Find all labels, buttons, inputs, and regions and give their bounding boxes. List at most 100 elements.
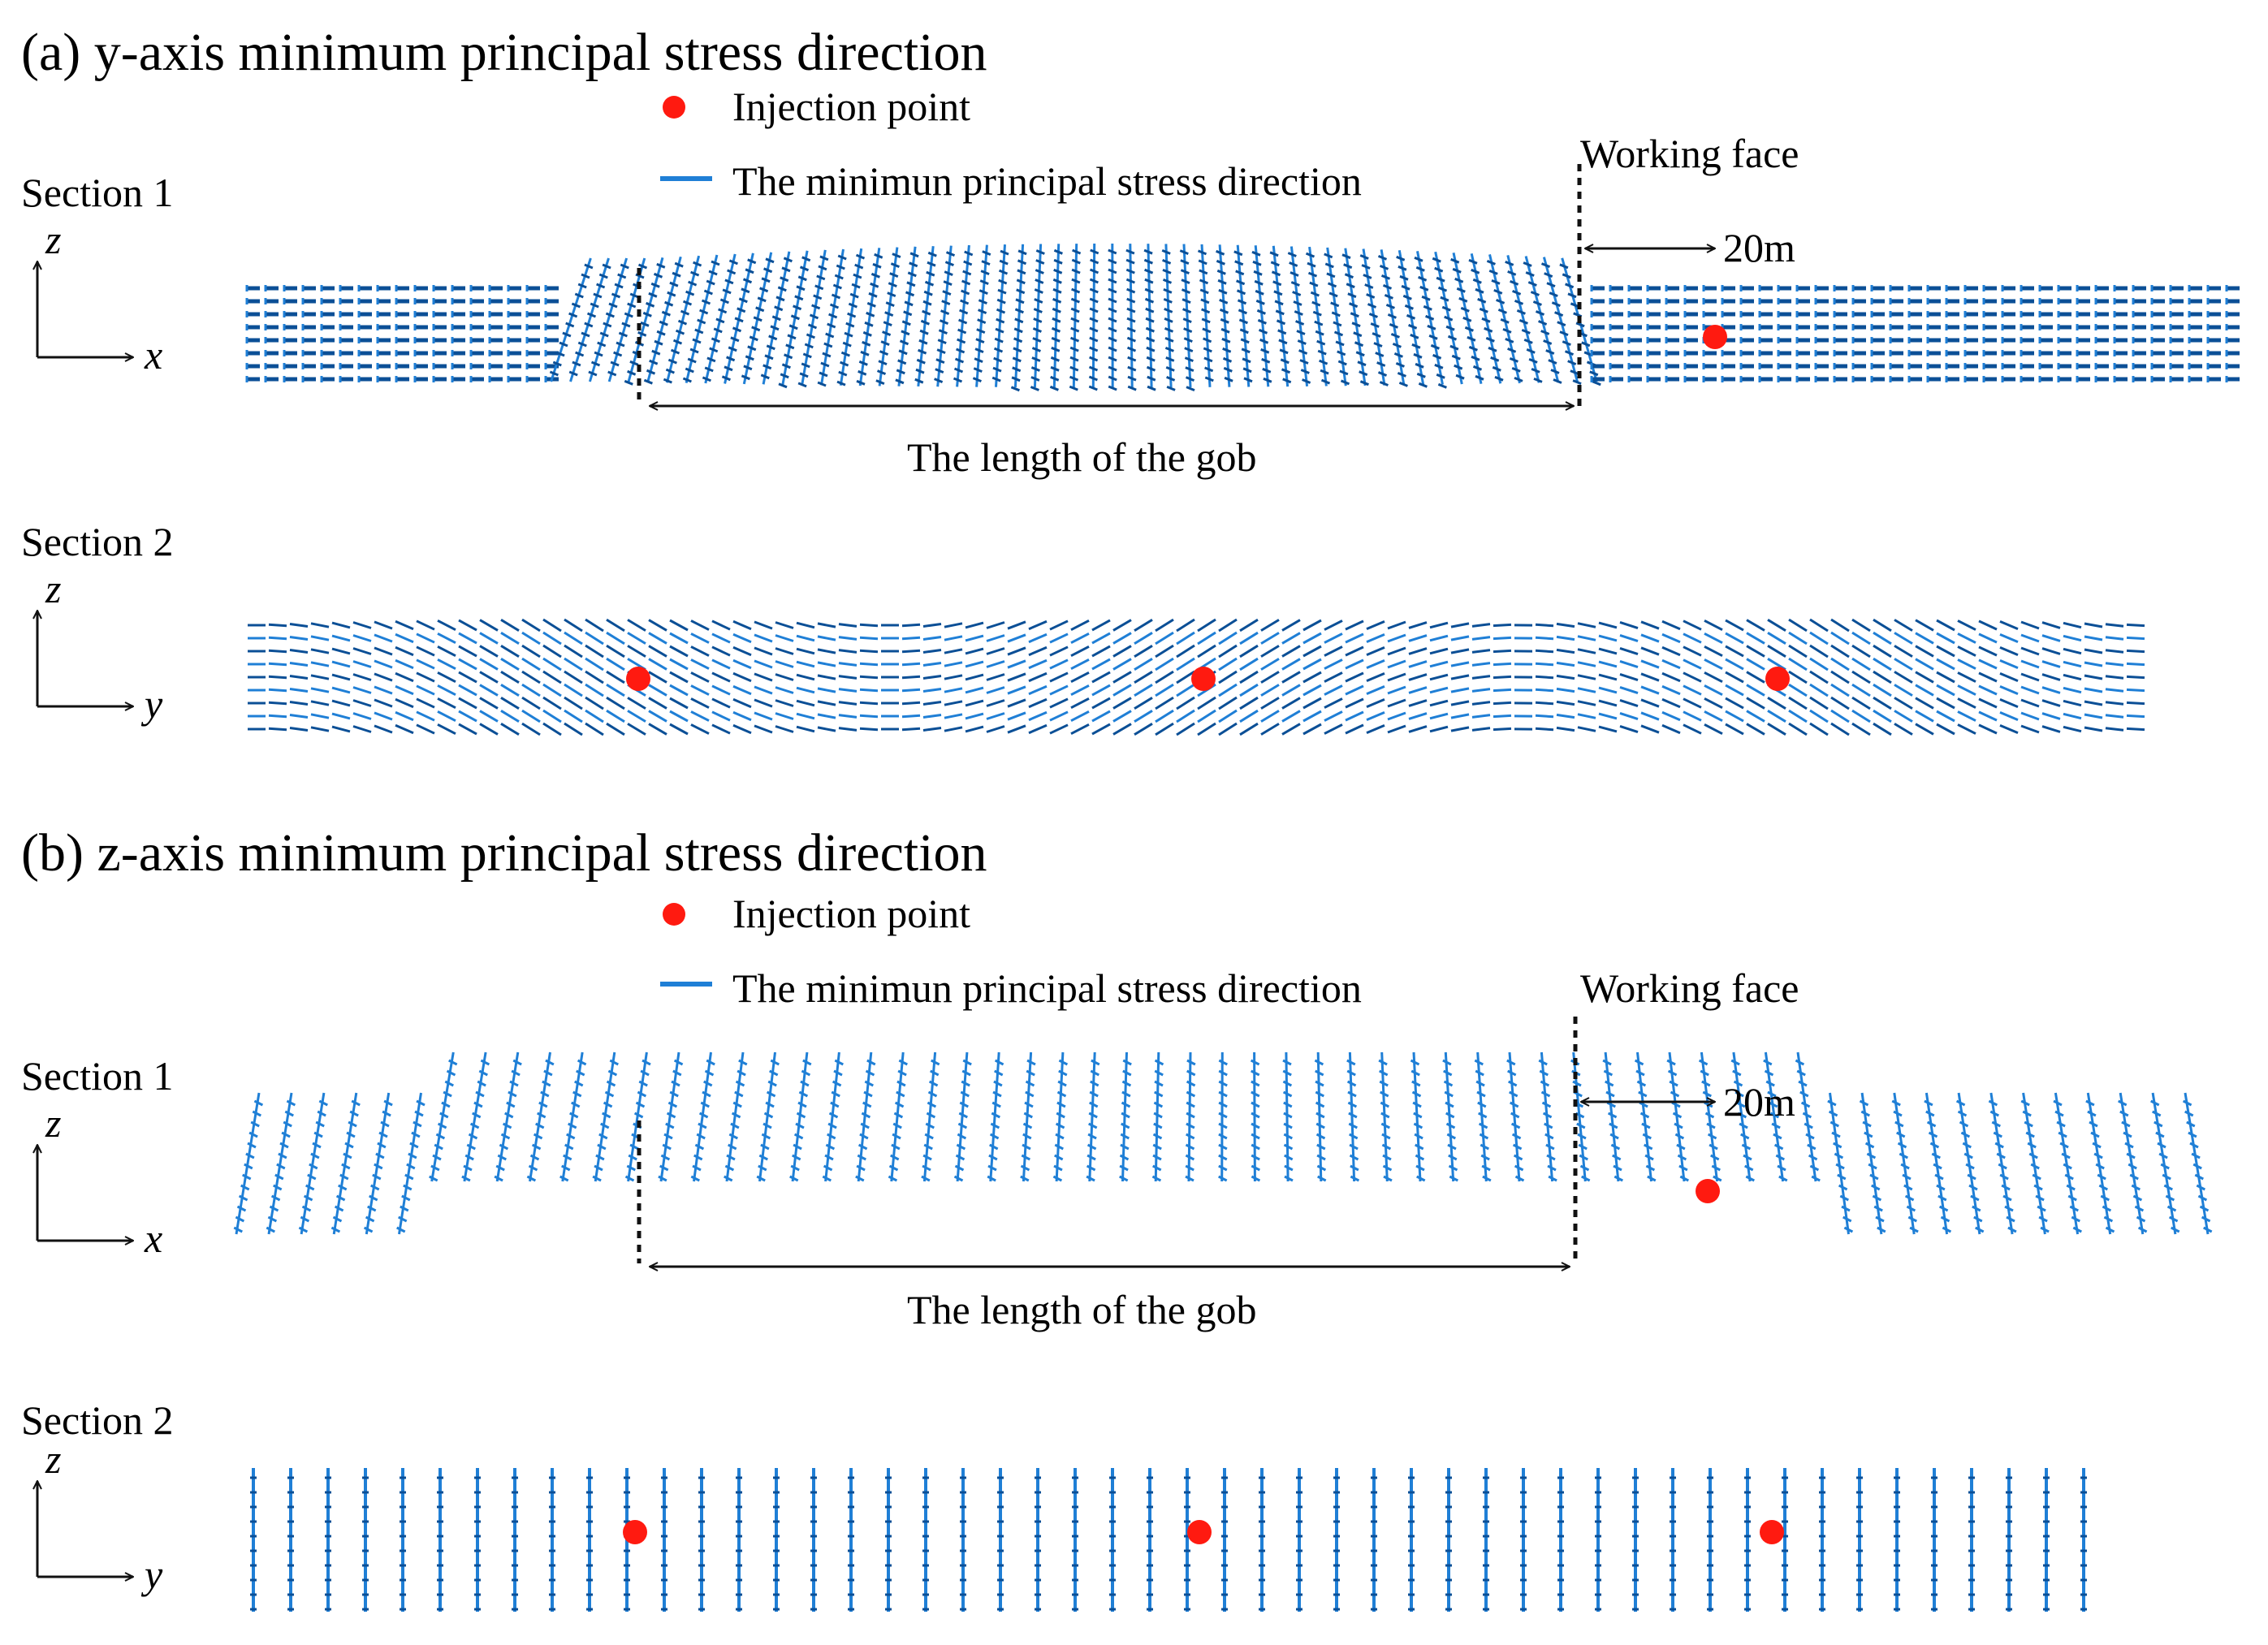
stress-vector [735, 1080, 745, 1087]
stress-vector [1414, 1133, 1423, 1140]
stress-vector [2020, 724, 2040, 734]
stress-vector [834, 1059, 844, 1066]
stress-vector [1357, 361, 1367, 367]
stress-vector [1070, 619, 1090, 632]
stress-vector [2089, 1120, 2098, 1128]
stress-vector [825, 332, 835, 339]
stress-vector [1324, 710, 1343, 722]
stress-vector [775, 621, 794, 629]
stress-vector [1592, 380, 1601, 386]
stress-vector [989, 1143, 999, 1151]
stress-vector [1894, 697, 1913, 710]
stress-vector [1290, 271, 1299, 277]
stress-vector [754, 724, 773, 734]
stress-vector [642, 311, 652, 317]
stress-vector [310, 635, 330, 641]
stress-vector [2084, 622, 2103, 628]
panel-b: (b) z-axis minimum principal stress dire… [21, 823, 2213, 1612]
stress-vector [1598, 660, 1618, 668]
stress-vector [1472, 278, 1482, 284]
stress-vector [1251, 1080, 1260, 1087]
stress-vector [1108, 307, 1117, 313]
stress-vector [1051, 326, 1061, 333]
stress-vector [537, 1112, 546, 1119]
stress-vector [1428, 334, 1438, 340]
stress-vector [310, 700, 330, 706]
stress-vector [2063, 673, 2082, 681]
stress-vector [1013, 244, 1025, 387]
stress-vector [1126, 307, 1136, 313]
stress-vector [1222, 347, 1232, 353]
stress-vector [926, 270, 935, 277]
stress-vector [1401, 284, 1410, 291]
stress-vector [1598, 712, 1618, 720]
stress-vector [1896, 1131, 1906, 1138]
stress-vector [749, 335, 758, 342]
stress-vector [1028, 723, 1048, 735]
stress-vector [960, 299, 970, 305]
stress-vector [1512, 290, 1522, 296]
stress-vector [1408, 634, 1428, 642]
stress-vector [1049, 385, 1059, 391]
stress-vector [1176, 696, 1195, 710]
stress-vector [775, 296, 785, 302]
stress-vector [1144, 287, 1154, 294]
section-1-label: Section 1 [21, 1053, 173, 1099]
stress-vector [905, 291, 915, 297]
stress-vector [339, 1173, 349, 1181]
stress-vector [1960, 1131, 1971, 1138]
stress-vector [1134, 710, 1153, 723]
stress-vector [542, 696, 562, 710]
stress-vector [672, 271, 681, 278]
stress-vector [477, 1080, 486, 1087]
stress-vector [1283, 1133, 1293, 1140]
stress-vector [1450, 622, 1470, 628]
stress-vector [1506, 1059, 1516, 1066]
stress-vector [1940, 1215, 1950, 1223]
stress-vector [1493, 289, 1503, 295]
stress-vector [1842, 1215, 1852, 1223]
stress-vector [1164, 244, 1173, 388]
stress-vector [1030, 386, 1039, 391]
stress-vector [1839, 1194, 1849, 1202]
stress-vector [1493, 623, 1512, 628]
stress-vector [697, 318, 706, 325]
stress-vector [1091, 619, 1111, 632]
stress-vector [1575, 322, 1585, 328]
stress-vector [1260, 658, 1280, 671]
stress-vector [1429, 686, 1449, 694]
stress-vector [1383, 1175, 1393, 1182]
stress-vector [2054, 1092, 2080, 1235]
stress-vector [682, 300, 693, 306]
stress-vector [1302, 723, 1322, 736]
stress-vector [2105, 714, 2124, 719]
stress-vector [1915, 671, 1934, 684]
stress-vector [1143, 258, 1153, 265]
stress-vector [1380, 1122, 1390, 1129]
stress-vector [1234, 260, 1244, 266]
stress-vector [1567, 292, 1577, 299]
stress-vector [2041, 699, 2061, 707]
stress-vector [1725, 671, 1744, 684]
stress-vector [982, 250, 991, 256]
stress-vector [922, 714, 942, 719]
stress-vector [775, 673, 794, 681]
stress-vector [400, 1205, 409, 1212]
stress-vector [793, 1143, 802, 1151]
stress-vector [732, 671, 752, 683]
stress-vector [1326, 247, 1347, 386]
stress-vector [2061, 1152, 2071, 1159]
stress-vector [1828, 1110, 1838, 1117]
stress-vector [1056, 1112, 1065, 1119]
stress-vector [1163, 288, 1173, 294]
stress-vector [1557, 321, 1566, 326]
stress-vector [1281, 697, 1301, 710]
stress-vector [981, 260, 991, 266]
stress-vector [1032, 337, 1042, 343]
stress-vector [561, 1051, 584, 1182]
stress-vector [1155, 631, 1174, 645]
stress-vector [458, 645, 477, 658]
stress-vector [649, 359, 659, 365]
stress-vector [1589, 370, 1599, 377]
stress-vector [2041, 725, 2061, 733]
